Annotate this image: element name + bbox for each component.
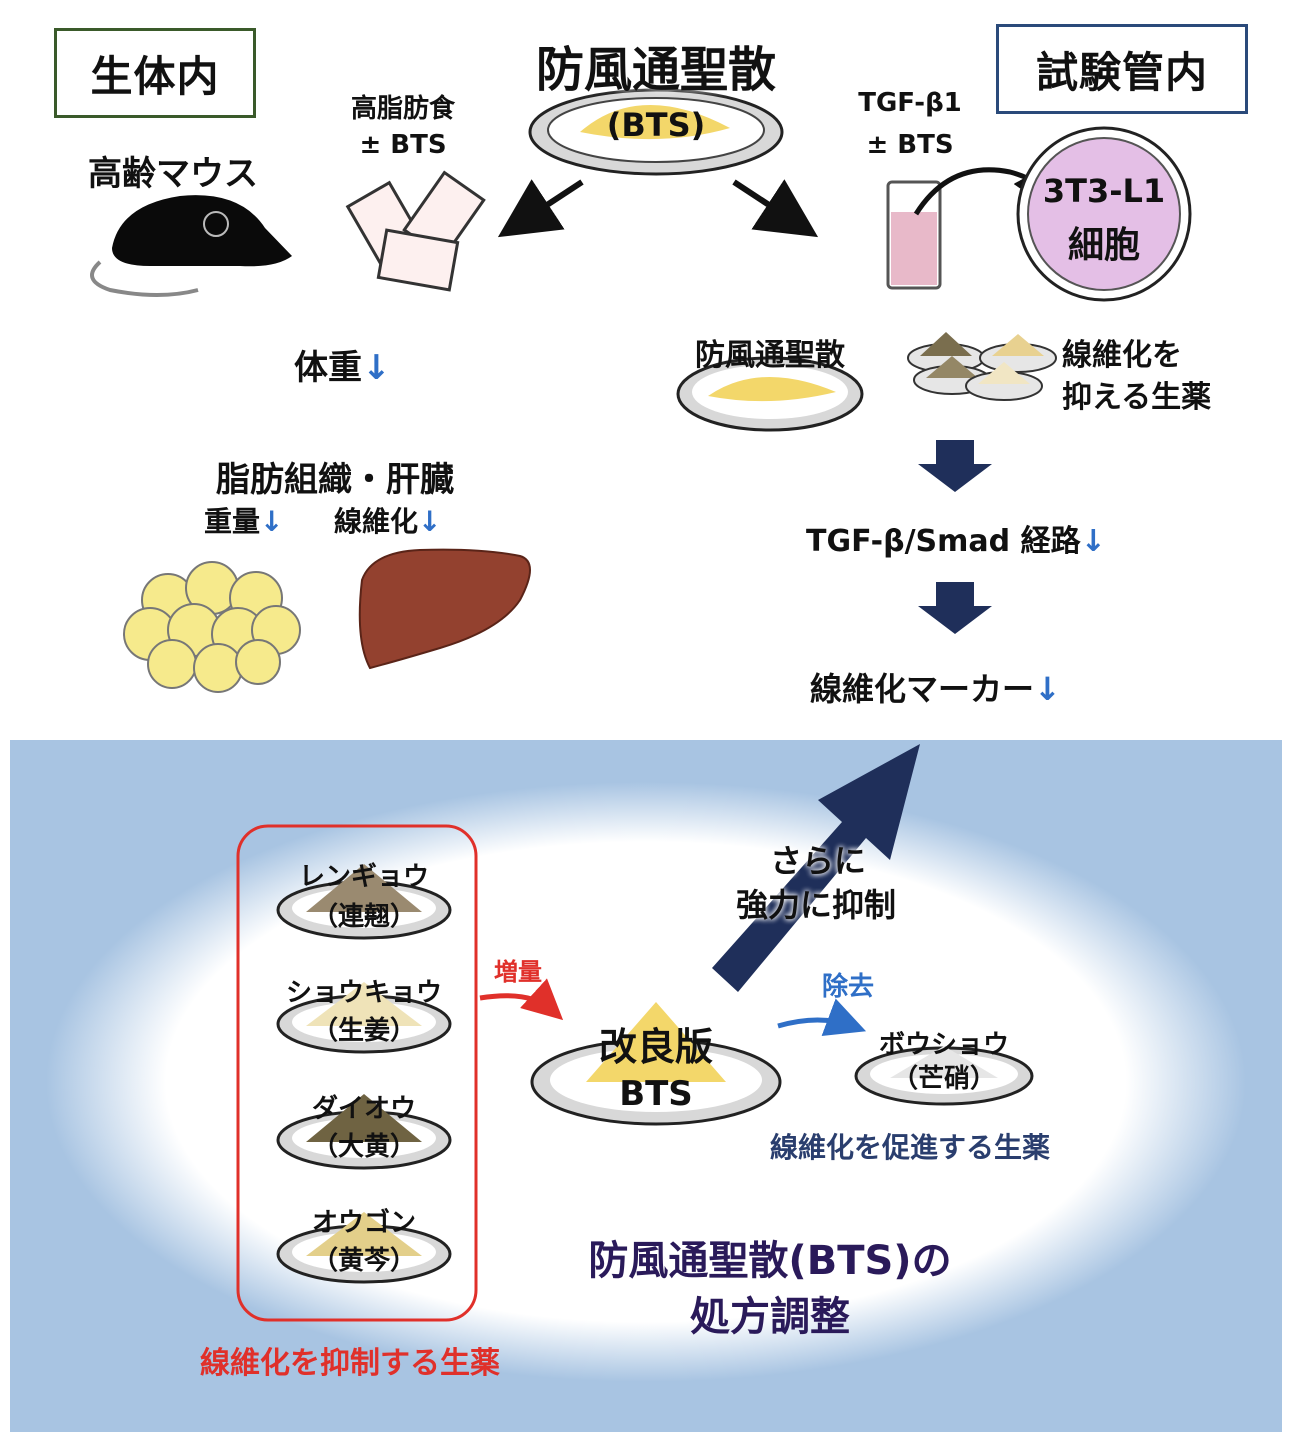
mouse-illustration: [90, 195, 292, 297]
bts-main-plate: [528, 88, 784, 176]
increase-arrow: [479, 978, 564, 1021]
pathway-result: TGF-β/Smad 経路↓: [806, 516, 1106, 560]
cell-dish: [1016, 126, 1192, 302]
herb-name-shokyo: ショウキョウ: [285, 978, 442, 1008]
tissue-weight-text: 重量: [204, 505, 261, 538]
treatment-line2: ± BTS: [866, 130, 954, 160]
stronger-suppression-arrow: [712, 744, 920, 992]
body-weight-text: 体重: [294, 348, 362, 388]
improved-bts-line2: BTS: [619, 1074, 693, 1114]
promoting-herbs-caption: 線維化を促進する生薬: [770, 1131, 1051, 1164]
herb-kanji-ogon: （黄芩）: [311, 1246, 416, 1276]
down-arrow-1: [918, 440, 992, 492]
down-symbol: ↓: [418, 505, 442, 538]
herb-name-rengyo: レンギョウ: [298, 862, 429, 892]
remove-label: 除去: [822, 972, 875, 1002]
bottom-title-line1: 防風通聖散(BTS)の: [588, 1238, 952, 1284]
diet-label-line2: ± BTS: [359, 130, 447, 160]
bts-title: 防風通聖散: [535, 42, 776, 98]
tissue-fibrosis-result: 線維化↓: [334, 500, 441, 540]
cell-label-line2: 細胞: [1067, 225, 1140, 266]
tissues-heading: 脂肪組織・肝臓: [216, 460, 454, 500]
pathway-text: TGF-β/Smad 経路: [806, 524, 1081, 559]
tissue-weight-result: 重量↓: [204, 500, 283, 540]
herb-plate-bosho: [854, 1046, 1034, 1106]
arrow-to-in-vitro: [732, 179, 819, 238]
herb-name-bosho: ボウショウ: [878, 1030, 1009, 1060]
increase-label: 増量: [494, 958, 542, 986]
herb-plates-cluster: [907, 332, 1057, 401]
marker-result: 線維化マーカー↓: [810, 664, 1061, 710]
aged-mouse-label: 高齢マウス: [88, 154, 258, 194]
stronger-line2: 強力に抑制: [735, 886, 896, 924]
herb-kanji-daio: （大黄）: [311, 1132, 416, 1162]
marker-text: 線維化マーカー: [810, 670, 1035, 708]
diet-label-line1: 高脂肪食: [350, 94, 455, 124]
herb-kanji-shokyo: （生姜）: [311, 1016, 416, 1046]
anti-fibrosis-herbs-line2: 抑える生薬: [1062, 380, 1212, 415]
in-vivo-label: 生体内: [54, 28, 256, 118]
herb-name-ogon: オウゴン: [311, 1208, 416, 1238]
remove-arrow: [777, 998, 867, 1036]
arrow-to-in-vivo: [497, 179, 584, 238]
treatment-line1: TGF-β1: [858, 88, 962, 118]
improved-bts-line1: 改良版: [598, 1025, 713, 1069]
high-fat-food-illustration: [345, 170, 486, 292]
suppressing-herbs-caption: 線維化を抑制する生薬: [200, 1346, 500, 1381]
cell-label-line1: 3T3-L1: [1042, 172, 1166, 210]
in-vitro-label: 試験管内: [996, 24, 1248, 114]
down-arrow-2: [918, 582, 992, 634]
liver-illustration: [358, 548, 531, 670]
body-weight-result: 体重↓: [294, 340, 391, 389]
test-tube-illustration: [886, 180, 942, 290]
fat-tissue-illustration: [123, 561, 301, 693]
bottom-title-line2: 処方調整: [690, 1294, 850, 1340]
tissue-fibrosis-text: 線維化: [334, 505, 419, 538]
herb-kanji-rengyo: （連翹）: [311, 902, 416, 932]
in-vitro-bts-label: 防風通聖散: [695, 338, 845, 373]
suppressing-herbs-box: [236, 824, 478, 1322]
down-symbol: ↓: [362, 348, 391, 388]
down-symbol: ↓: [260, 505, 284, 538]
herb-plate-ogon: [276, 1212, 452, 1284]
down-symbol: ↓: [1034, 670, 1061, 708]
herb-kanji-bosho: （芒硝）: [891, 1064, 996, 1094]
bts-subtitle: (BTS): [606, 106, 706, 144]
anti-fibrosis-herbs-line1: 線維化を: [1062, 338, 1182, 373]
in-vitro-bts-plate: [676, 356, 864, 432]
herb-name-daio: ダイオウ: [311, 1094, 416, 1124]
stronger-line1: さらに: [769, 842, 866, 880]
herb-plate-rengyo: [276, 864, 452, 940]
herb-plate-shokyo: [276, 982, 452, 1054]
down-symbol: ↓: [1080, 524, 1106, 559]
improved-bts-plate: [530, 1002, 782, 1126]
herb-plate-daio: [276, 1094, 452, 1170]
